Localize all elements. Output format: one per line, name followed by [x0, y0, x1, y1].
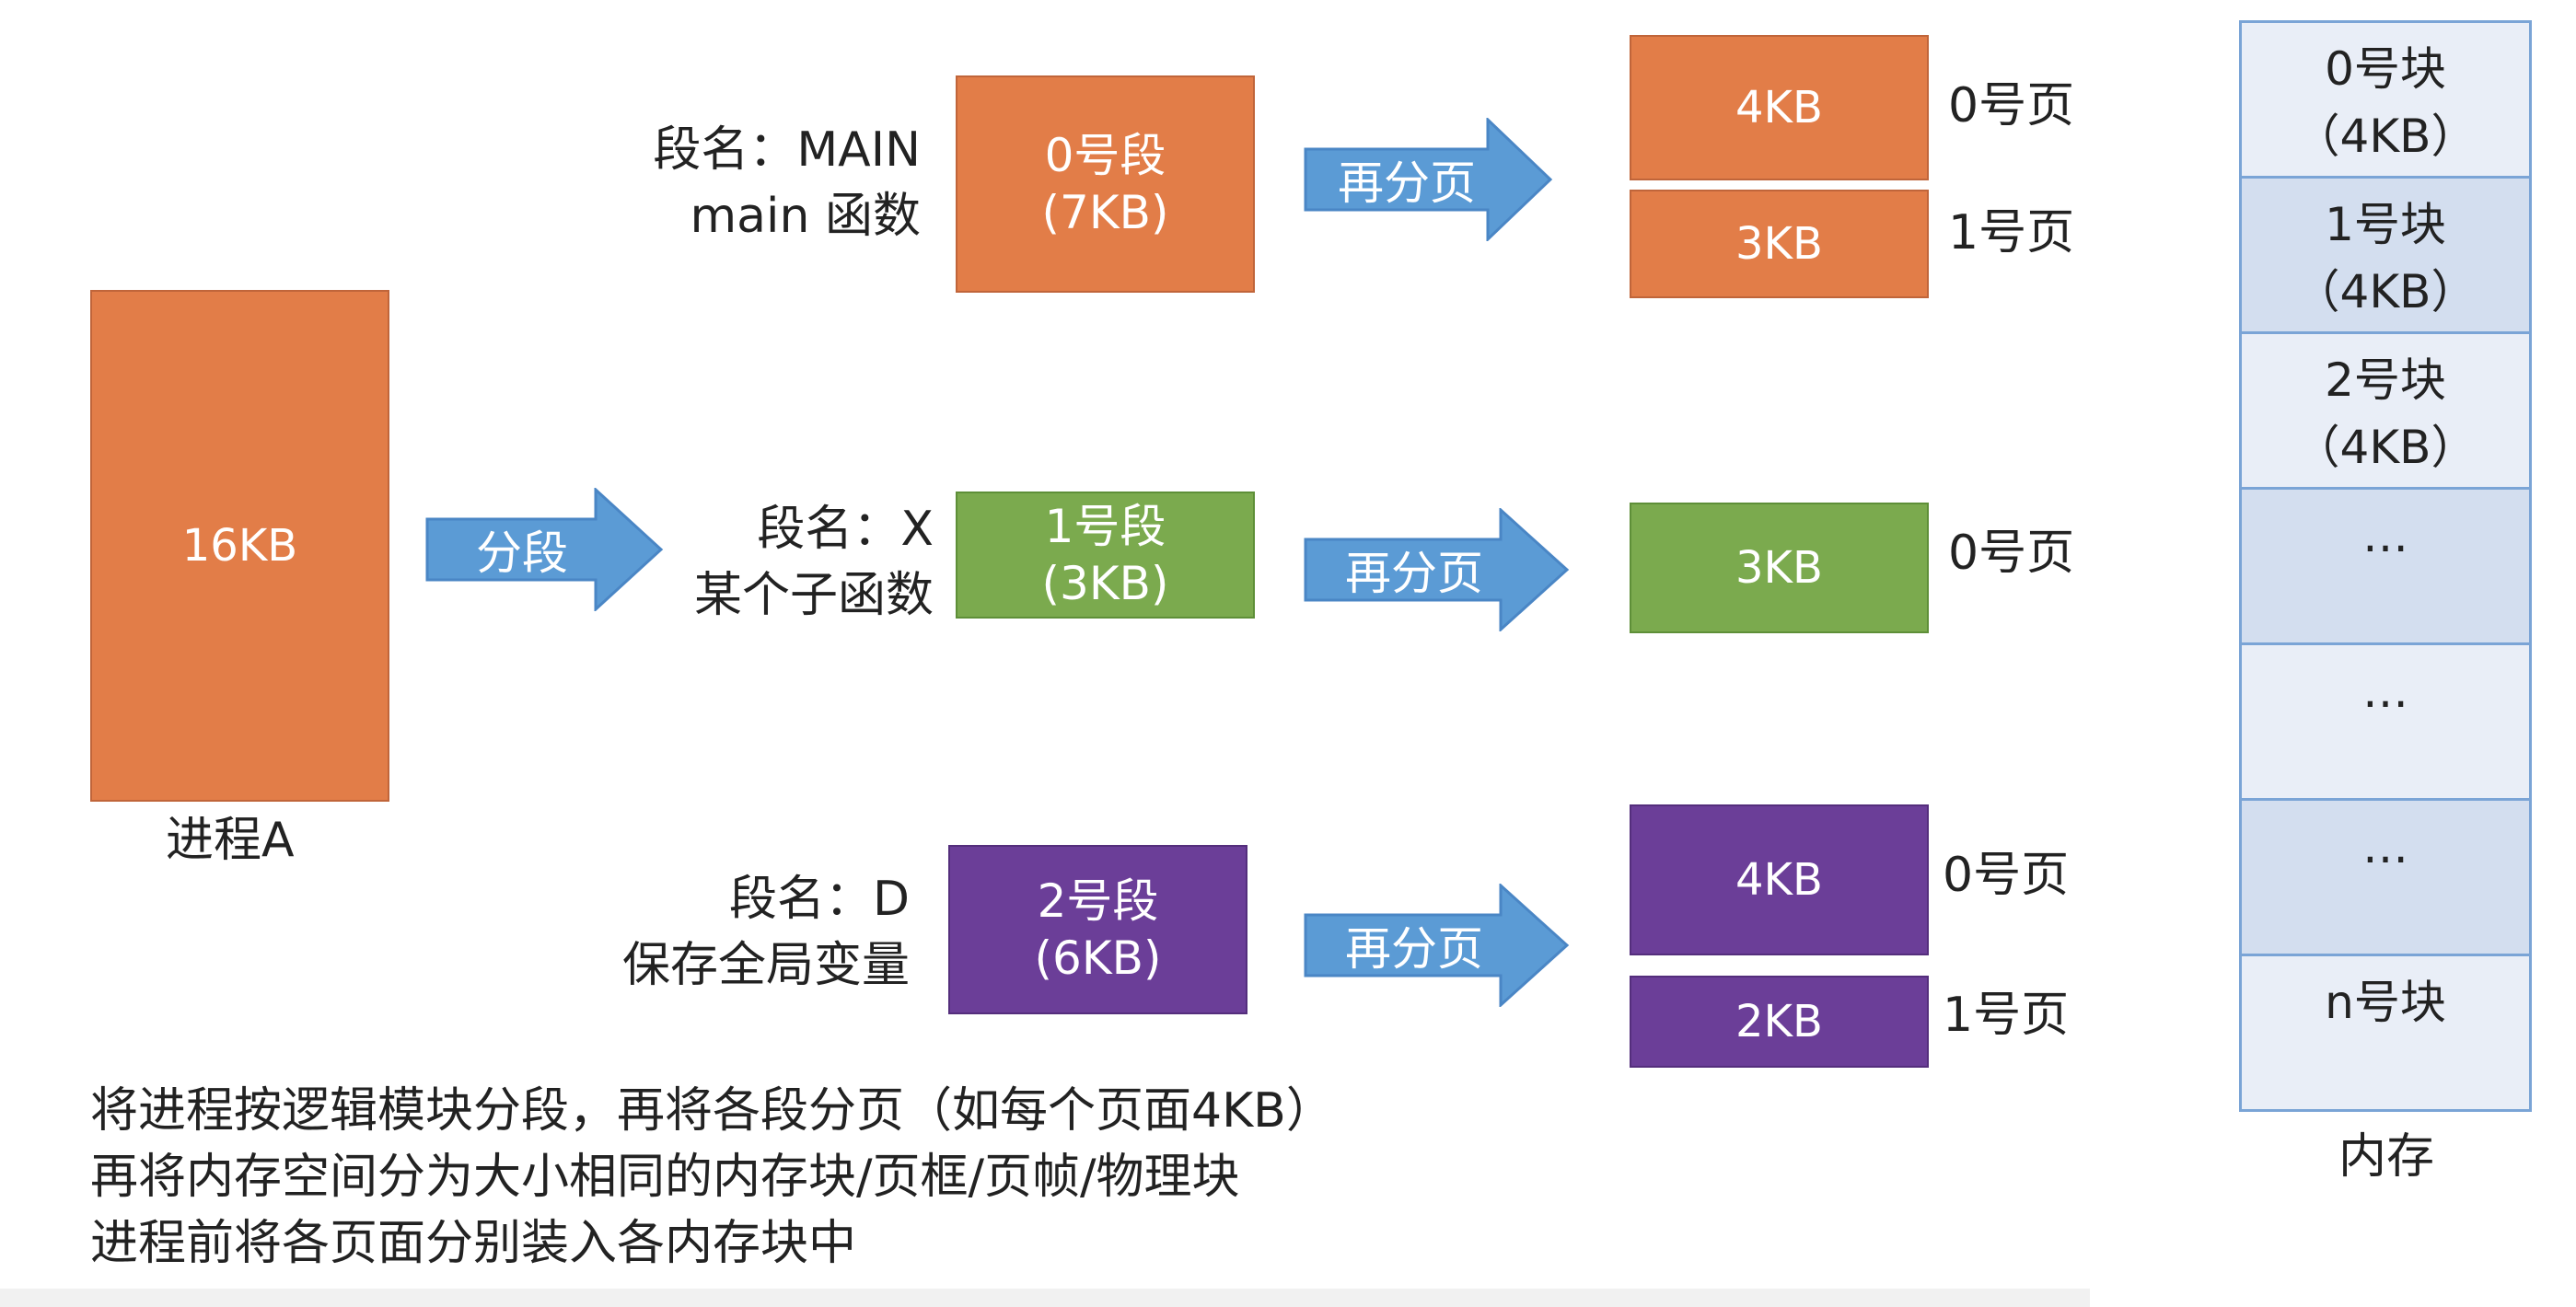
segment-0-desc: main 函数 [690, 189, 921, 244]
memory-block-1-size: （4KB） [2293, 264, 2477, 318]
segment-1-box: 1号段 (3KB) [956, 492, 1255, 619]
memory-block-3-ellipsis: … [2362, 509, 2408, 562]
segment-1-page-0-label: 0号页 [1948, 526, 2075, 581]
memory-block-2-name: 2号块 [2325, 353, 2446, 407]
segment-arrow-label: 分段 [476, 526, 568, 580]
segment-1-page-0: 3KB [1630, 503, 1929, 633]
memory-block: n号块 [2239, 954, 2532, 1112]
segment-2-box: 2号段 (6KB) [948, 845, 1247, 1014]
segment-0-page-1: 3KB [1630, 190, 1929, 298]
note-line-3: 进程前将各页面分别装入各内存块中 [90, 1216, 857, 1271]
segment-2-desc: 保存全局变量 [621, 938, 910, 993]
segment-0-page-0: 4KB [1630, 35, 1929, 180]
memory-block: … [2239, 487, 2532, 645]
memory-block-4-ellipsis: … [2362, 665, 2408, 718]
segment-1-title: 1号段 [1044, 499, 1166, 553]
segment-1-size: (3KB) [1041, 557, 1169, 610]
segment-2-page-1-label: 1号页 [1943, 988, 2070, 1043]
segment-0-page-1-size: 3KB [1735, 218, 1823, 270]
memory-block-2-size: （4KB） [2293, 420, 2477, 474]
memory-label: 内存 [2338, 1129, 2435, 1185]
note-line-2: 再将内存空间分为大小相同的内存块/页框/页帧/物理块 [90, 1150, 1240, 1205]
note-line-1: 将进程按逻辑模块分段，再将各段分页（如每个页面4KB） [90, 1083, 1334, 1139]
page-arrow-2-icon [1304, 884, 1570, 1007]
segment-arrow-icon [425, 488, 664, 611]
memory-block-0-name: 0号块 [2325, 42, 2446, 96]
segment-2-title: 2号段 [1037, 873, 1159, 928]
segment-1-page-0-size: 3KB [1735, 542, 1823, 594]
memory-block-5-ellipsis: … [2362, 820, 2408, 873]
memory-block: 2号块 （4KB） [2239, 331, 2532, 490]
segment-2-page-0-label: 0号页 [1943, 848, 2070, 903]
page-arrow-1-label: 再分页 [1345, 547, 1483, 600]
segment-2-page-0: 4KB [1630, 804, 1929, 955]
process-a-box: 16KB [90, 290, 389, 802]
page-arrow-0-icon [1304, 118, 1553, 241]
segment-0-title: 0号段 [1044, 128, 1166, 182]
page-arrow-1-icon [1304, 508, 1570, 631]
process-size: 16KB [181, 520, 298, 572]
segment-2-size: (6KB) [1034, 931, 1162, 985]
segment-0-name: 段名：MAIN [653, 122, 921, 178]
segment-0-box: 0号段 (7KB) [956, 75, 1255, 293]
memory-block: … [2239, 798, 2532, 956]
memory-block: 0号块 （4KB） [2239, 20, 2532, 179]
process-label: 进程A [166, 813, 295, 868]
segment-0-size: (7KB) [1041, 186, 1169, 239]
segment-2-page-1-size: 2KB [1735, 996, 1823, 1047]
segment-0-page-0-size: 4KB [1735, 82, 1823, 133]
segment-0-page-0-label: 0号页 [1948, 78, 2075, 133]
memory-block: … [2239, 642, 2532, 801]
memory-block-6-name: n号块 [2325, 976, 2446, 1029]
segment-1-name: 段名：X [757, 502, 934, 557]
page-arrow-0-label: 再分页 [1338, 156, 1476, 210]
segment-0-page-1-label: 1号页 [1948, 205, 2075, 260]
segment-2-page-1: 2KB [1630, 976, 1929, 1068]
segment-2-page-0-size: 4KB [1735, 854, 1823, 906]
bottom-strip [0, 1289, 2090, 1307]
segment-2-name: 段名：D [728, 872, 910, 927]
segment-1-desc: 某个子函数 [693, 568, 934, 623]
memory-block-0-size: （4KB） [2293, 109, 2477, 163]
memory-block-1-name: 1号块 [2325, 198, 2446, 251]
page-arrow-2-label: 再分页 [1345, 922, 1483, 976]
memory-block: 1号块 （4KB） [2239, 176, 2532, 334]
